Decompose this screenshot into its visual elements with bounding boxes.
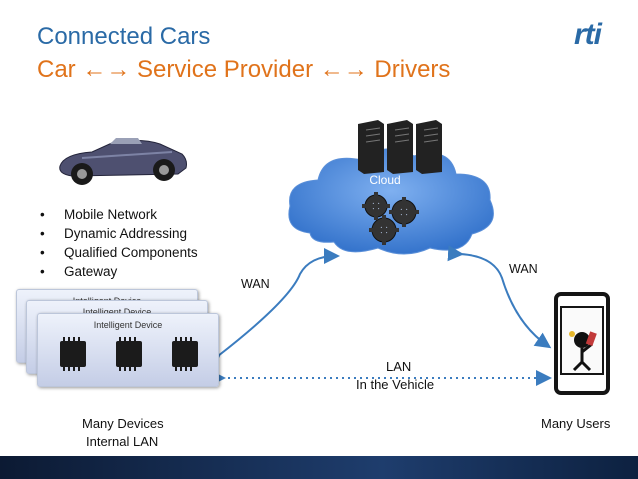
feature-item: Qualified Components	[40, 243, 198, 262]
wan-right-label: WAN	[509, 262, 538, 276]
wan-left-arrow	[203, 248, 340, 370]
feature-item: Mobile Network	[40, 205, 198, 224]
rti-logo: rti	[574, 18, 602, 51]
wan-right-arrow	[447, 245, 552, 349]
device-card-front: Intelligent Device	[37, 313, 219, 387]
microchip-icon	[172, 337, 198, 371]
device-label: Intelligent Device	[82, 307, 152, 317]
phone-screen	[560, 306, 604, 375]
convertible-car-image	[59, 138, 187, 185]
microchip-icon	[60, 337, 86, 371]
microchip-icon	[116, 337, 142, 371]
feature-item: Dynamic Addressing	[40, 224, 198, 243]
device-label: Intelligent Device	[93, 320, 163, 330]
feature-list: Mobile Network Dynamic Addressing Qualif…	[40, 205, 198, 281]
server-rack-icon	[358, 120, 442, 174]
feature-item: Gateway	[40, 262, 198, 281]
footer-band	[0, 456, 638, 479]
devices-caption-line2: Internal LAN	[86, 434, 159, 449]
devices-caption: Many Devices	[82, 416, 164, 431]
wan-left-label: WAN	[241, 277, 270, 291]
lan-sublabel: In the Vehicle	[356, 377, 435, 392]
users-caption: Many Users	[541, 416, 611, 431]
cloud-shape	[288, 148, 494, 255]
slide-title: Connected Cars	[37, 23, 211, 50]
smartphone-icon	[554, 292, 610, 395]
cloud-label: Cloud	[369, 173, 401, 187]
user-figure-icon	[569, 331, 597, 372]
gears-icon	[362, 192, 419, 245]
lan-label: LAN	[386, 359, 412, 374]
slide-subtitle: Car ←→ Service Provider ←→ Drivers	[37, 56, 451, 83]
